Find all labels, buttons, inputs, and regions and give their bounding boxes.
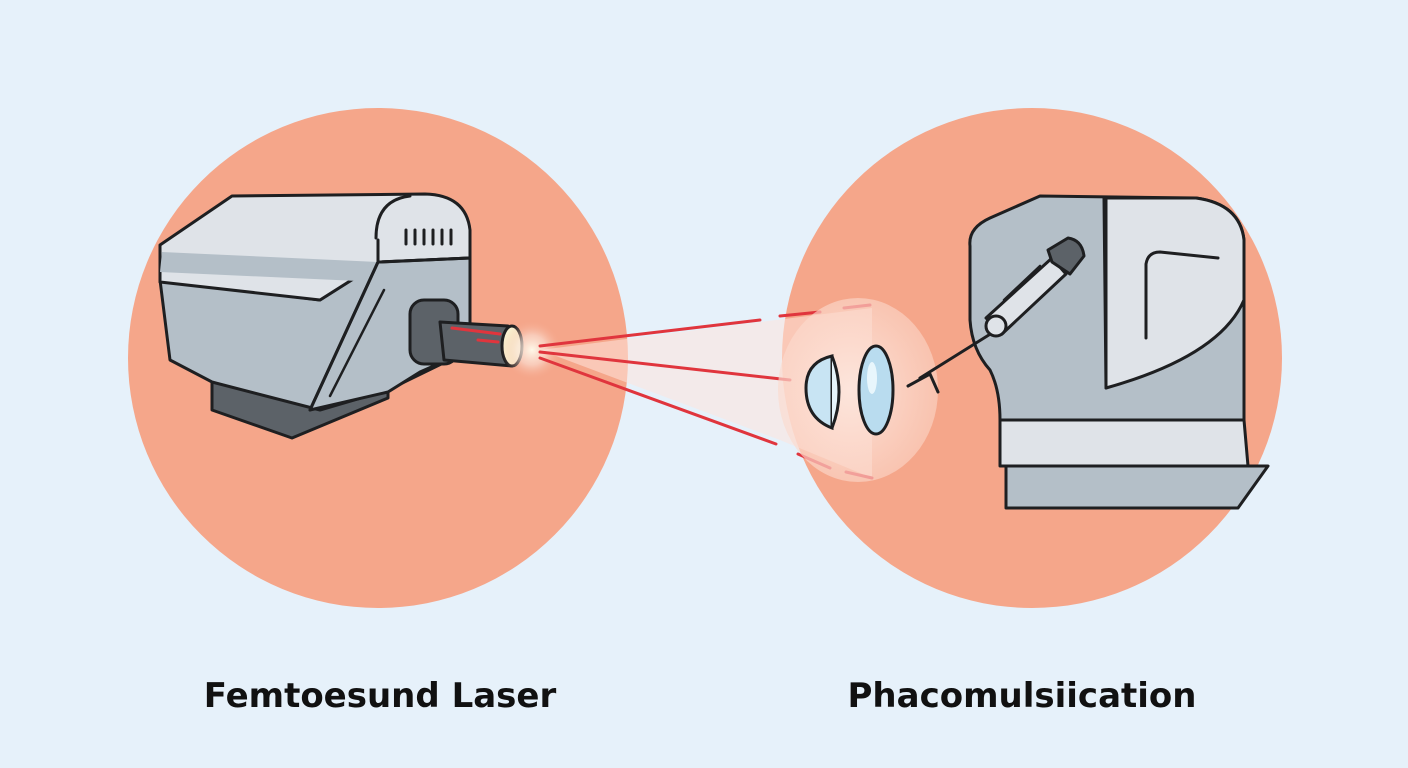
- laser-glow: [502, 320, 562, 380]
- lens-fragments-icon: [804, 344, 895, 436]
- phaco-machine-handpiece-icon: [906, 194, 1270, 510]
- femtosecond-laser-label: Femtoesund Laser: [203, 676, 557, 716]
- femtosecond-laser-device-icon: [158, 192, 524, 440]
- phacoemulsification-label: Phacomulsiication: [847, 676, 1197, 716]
